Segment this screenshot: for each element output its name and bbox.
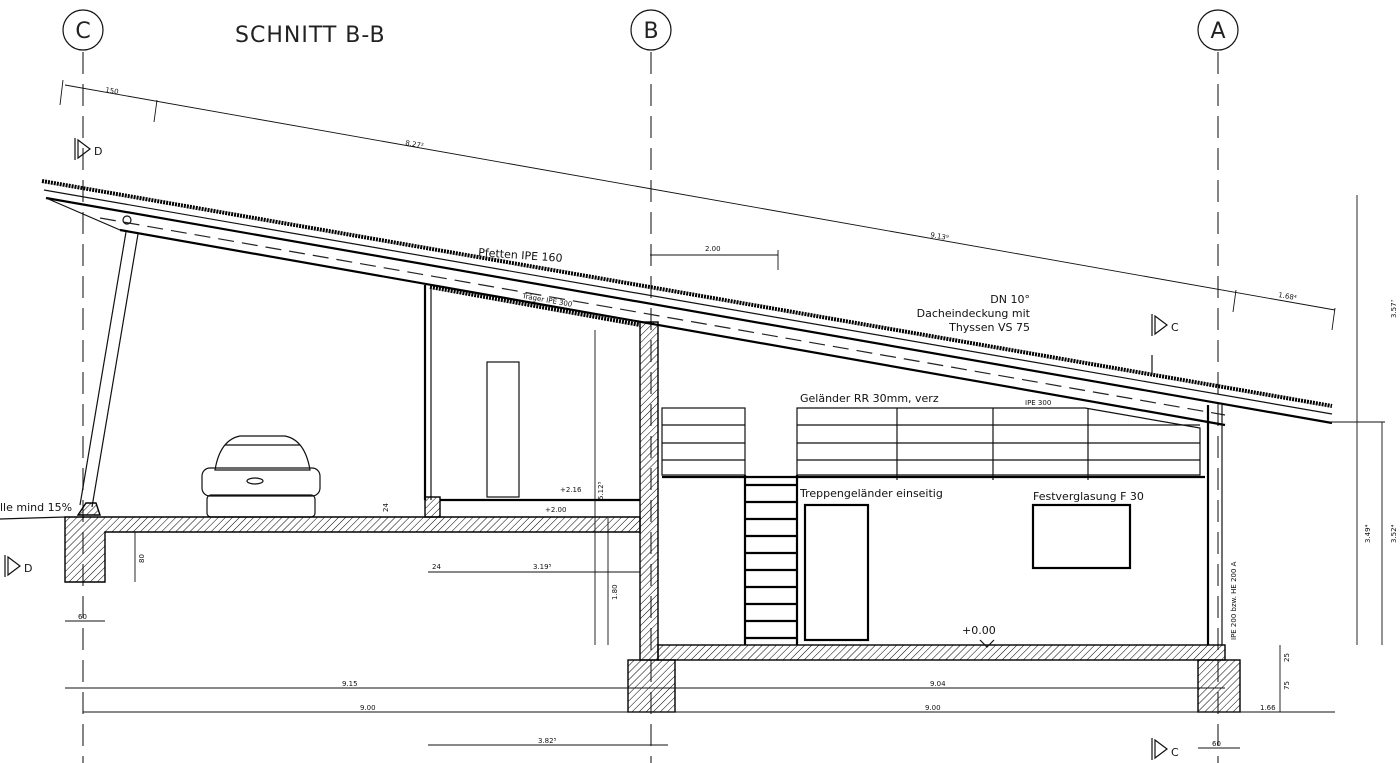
dimension-label: 24 — [382, 503, 390, 512]
dimension-label: C — [1171, 321, 1179, 334]
dimension-label: 75 — [1283, 681, 1291, 690]
ground-slab: lle mind 15% — [0, 501, 641, 583]
label-column: IPE 200 bzw. HE 200 A — [1230, 561, 1238, 640]
label-stair-railing: Treppengeländer einseitig — [799, 487, 943, 500]
label-roof-pitch: DN 10° — [990, 293, 1030, 306]
dimension-label: 1.80 — [611, 584, 619, 600]
dimension-label: 1.66 — [1260, 704, 1276, 712]
storage-room: +2.16 +2.00 — [423, 285, 640, 518]
door — [803, 503, 870, 642]
building-floor-slab: +0.00 — [627, 624, 1241, 713]
dimension-label: 25 — [1283, 653, 1291, 662]
gallery-railing: Geländer RR 30mm, verz — [661, 392, 1205, 480]
label-ipe300: IPE 300 — [1025, 399, 1051, 407]
dim-913: 9.13⁹ — [930, 231, 950, 242]
wall-axis-b — [639, 321, 659, 661]
dimension-label: 3.82⁵ — [538, 737, 557, 745]
dimension-label: 60 — [1212, 740, 1221, 748]
column-axis-a: IPE 200 bzw. HE 200 A — [1206, 405, 1238, 645]
label-slope: lle mind 15% — [0, 501, 72, 514]
fixed-glazing-window — [1031, 503, 1132, 570]
section-marker-c-top: C — [1151, 314, 1179, 375]
dimension-label: 3.49⁴ — [1364, 524, 1372, 543]
level-0: +0.00 — [962, 624, 996, 637]
dimension-label: 9.00 — [360, 704, 376, 712]
dimension-label: 80 — [138, 554, 146, 563]
label-purlins: Pfetten IPE 160 — [478, 246, 563, 265]
dimension-label: 24 — [432, 563, 441, 571]
dimension-lines: 9.15 9.04 9.00 9.00 3.82⁵ 60 60 2.00 24 … — [65, 195, 1398, 749]
car-illustration — [201, 435, 321, 518]
dimension-label: 9.15 — [342, 680, 358, 688]
label-railing: Geländer RR 30mm, verz — [800, 392, 939, 405]
dim-168: 1.68⁴ — [1278, 291, 1298, 302]
label-roofing: Dacheindeckung mit — [917, 307, 1031, 320]
dimension-label: C — [1171, 746, 1179, 759]
staircase: Treppengeländer einseitig — [743, 475, 943, 645]
section-marker-d-top: D — [74, 138, 102, 160]
axis-label-c: C — [75, 19, 90, 44]
dimension-label: 2.00 — [705, 245, 721, 253]
level-200: +2.00 — [545, 506, 566, 514]
dimension-label: D — [94, 145, 102, 158]
dimension-label: D — [24, 562, 32, 575]
label-roofing-product: Thyssen VS 75 — [948, 321, 1030, 334]
roof-labels: Pfetten IPE 160 Träger IPE 300 DN 10° Da… — [478, 246, 1052, 407]
drawing-title: SCHNITT B-B — [235, 23, 386, 48]
dimension-label: 3.52⁴ — [1390, 524, 1398, 543]
dimension-label: 3.57⁷ — [1390, 299, 1398, 318]
carport-column — [76, 231, 139, 516]
grid-axis-c: C — [62, 9, 104, 763]
dimension-label: 5.12⁵ — [597, 481, 605, 500]
dim-150: 150 — [105, 86, 120, 96]
dimension-label: 9.04 — [930, 680, 946, 688]
label-glazing: Festverglasung F 30 — [1033, 490, 1144, 503]
section-marker-c-bottom: C — [1151, 738, 1179, 760]
roof — [41, 179, 1333, 427]
dim-827: 8.27² — [405, 139, 425, 150]
section-marker-d-left: D — [4, 555, 32, 577]
axis-label-a: A — [1210, 19, 1225, 44]
axis-label-b: B — [643, 19, 658, 44]
level-216: +2.16 — [560, 486, 582, 494]
dimension-label: 9.00 — [925, 704, 941, 712]
roof-length-dimension: 150 8.27² 9.13⁹ 1.68⁴ — [59, 79, 1336, 331]
dimension-label: 60 — [78, 613, 87, 621]
dimension-label: 3.19⁵ — [533, 563, 552, 571]
